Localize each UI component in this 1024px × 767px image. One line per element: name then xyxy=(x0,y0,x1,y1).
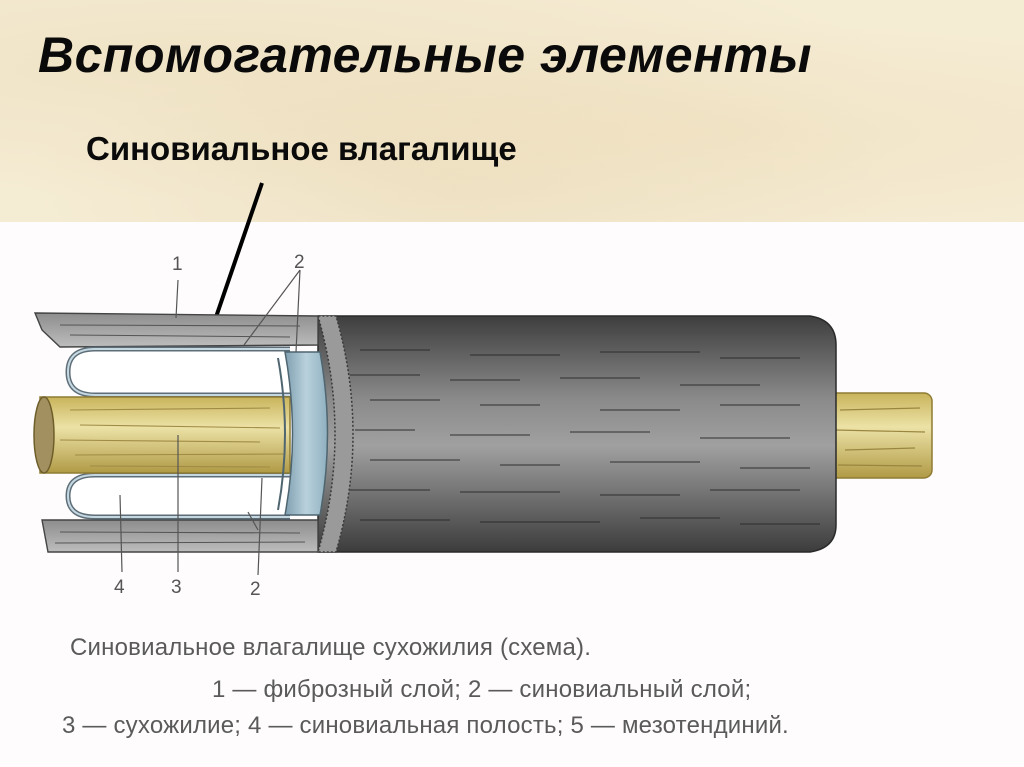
caption-line-3: 3 — сухожилие; 4 — синовиальная полость;… xyxy=(62,712,789,739)
label-3: 3 xyxy=(171,577,182,598)
tendon xyxy=(33,396,291,474)
label-4: 4 xyxy=(114,577,125,598)
caption-line-1: Синовиальное влагалище сухожилия (схема)… xyxy=(70,634,592,661)
tendon-right-end xyxy=(825,392,933,479)
label-1: 1 xyxy=(172,254,183,275)
cut-edge-ring xyxy=(317,315,354,553)
synovial-cavity-bottom xyxy=(65,472,290,520)
label-2-bottom: 2 xyxy=(250,579,261,600)
caption-line-2: 1 — фиброзный слой; 2 — синовиальный сло… xyxy=(212,676,752,703)
fibrous-layer-bottom xyxy=(41,519,319,553)
synovial-layer-ring xyxy=(277,351,329,516)
slide-subtitle: Синовиальное влагалище xyxy=(86,130,517,167)
leader-lines xyxy=(119,269,301,576)
header-band xyxy=(0,0,1024,222)
fibrous-layer-cylinder xyxy=(317,315,837,553)
slide-title: Вспомогательные элементы xyxy=(38,27,812,83)
synovial-cavity-top xyxy=(65,346,290,398)
fibrous-layer-top xyxy=(33,312,319,348)
label-2-top: 2 xyxy=(294,252,305,273)
